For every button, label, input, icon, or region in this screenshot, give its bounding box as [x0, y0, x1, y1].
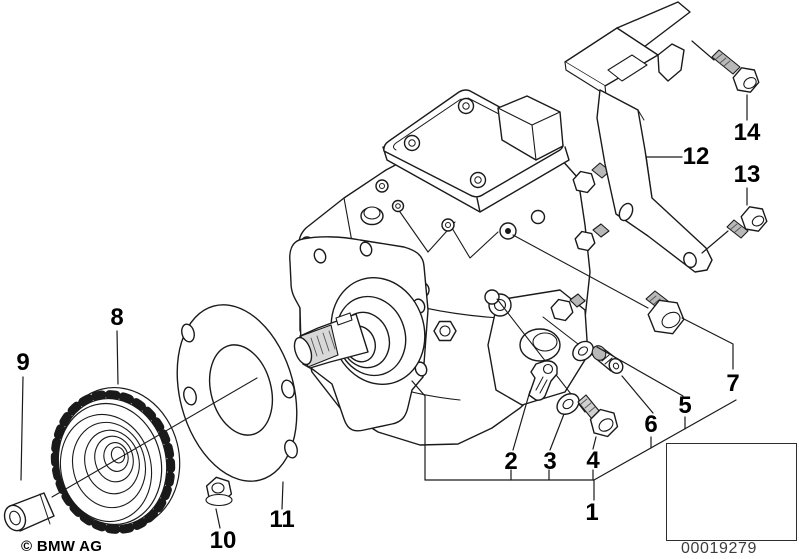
pump-shaft-drawing	[293, 277, 426, 385]
callout-10[interactable]: 10	[209, 527, 237, 554]
small-parts-drawing	[205, 49, 768, 507]
callout-8[interactable]: 8	[110, 304, 124, 331]
callout-1[interactable]: 1	[585, 499, 599, 526]
callout-leader-lines	[20, 40, 748, 529]
control-unit-drawing	[382, 89, 570, 213]
callout-12[interactable]: 12	[682, 143, 710, 170]
callout-4[interactable]: 4	[586, 447, 600, 474]
callout-2[interactable]: 2	[504, 448, 518, 475]
sleeve-drawing	[3, 492, 55, 532]
callout-13[interactable]: 13	[733, 161, 761, 188]
image-number: 00019279	[681, 540, 757, 557]
pump-fittings-drawing	[550, 162, 611, 322]
callout-6[interactable]: 6	[644, 411, 658, 438]
support-bracket-drawing	[564, 1, 713, 273]
gasket-drawing	[176, 304, 298, 482]
car-thumbnail-box[interactable]	[666, 443, 797, 541]
copyright-notice: © BMW AG	[21, 538, 103, 555]
callout-14[interactable]: 14	[733, 119, 761, 146]
callout-9[interactable]: 9	[16, 349, 30, 376]
callout-7[interactable]: 7	[726, 370, 740, 397]
callout-3[interactable]: 3	[543, 448, 557, 475]
callout-5[interactable]: 5	[678, 392, 692, 419]
callout-11[interactable]: 11	[269, 506, 295, 533]
